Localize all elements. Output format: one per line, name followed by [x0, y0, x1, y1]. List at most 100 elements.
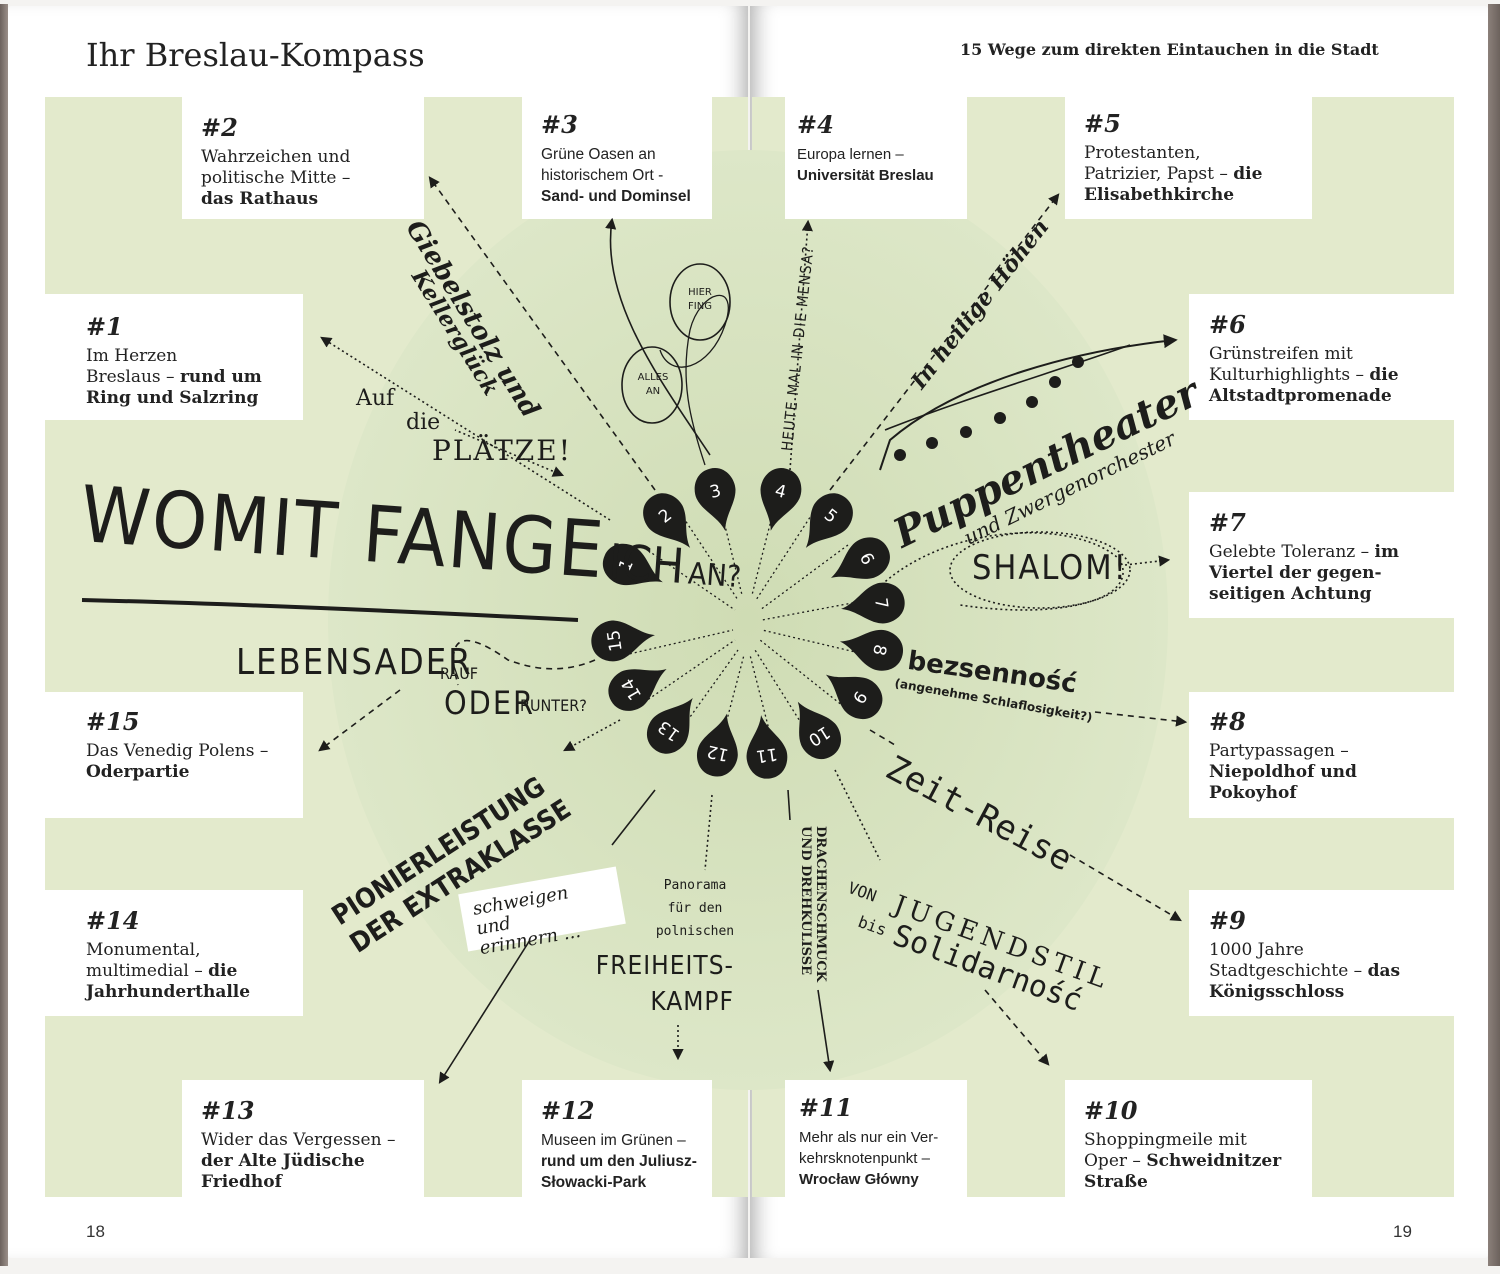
- pin-8: 8: [839, 629, 904, 671]
- garland-lanterns: [894, 356, 1084, 461]
- pin-shape: [805, 493, 853, 548]
- pin-10: 10: [797, 701, 842, 760]
- panorama-line-3: polnischen: [655, 924, 735, 939]
- connector-arrows: [81, 176, 1188, 1084]
- box-text: Patrizier, Papst –: [1084, 164, 1234, 184]
- pin-shape: [746, 715, 788, 779]
- box-bold-text: seitigen Achtung: [1209, 584, 1372, 604]
- box-number: #4: [797, 110, 834, 139]
- box-text: Europa lernen –: [797, 146, 904, 163]
- pin-12: 12: [696, 713, 738, 777]
- pin-shape: [696, 713, 738, 777]
- box-bold-text: die: [208, 961, 238, 981]
- pin-shape: [694, 468, 736, 531]
- pin-shape: [839, 629, 904, 671]
- box-12: #12 Museen im Grünen – rund um den Juliu…: [541, 1096, 709, 1193]
- box-text: multimedial –: [86, 961, 209, 981]
- fing-text: FING: [688, 301, 712, 312]
- drachen-line-2: UND DREHKULISSE: [798, 826, 813, 976]
- box-number: #3: [541, 110, 578, 139]
- box-5: #5 Protestanten, Patrizier, Papst – die …: [1084, 109, 1306, 206]
- pin-shape: [643, 493, 691, 548]
- box-number: #6: [1209, 310, 1246, 339]
- phrase-drachenschmuck: DRACHENSCHMUCK UND DREHKULISSE: [798, 826, 828, 982]
- pin-shape: [602, 543, 663, 586]
- box-number: #8: [1209, 707, 1246, 736]
- box-number: #5: [1084, 109, 1121, 138]
- box-text: historischem Ort -: [541, 167, 664, 184]
- box-text: Stadtgeschichte –: [1209, 961, 1368, 981]
- box-text: Wahrzeichen und: [201, 147, 351, 167]
- phrase-panorama: Panorama für den polnischen: [650, 874, 740, 943]
- pin-11: 11: [746, 715, 788, 779]
- box-bold-text: Wrocław Główny: [799, 1171, 919, 1188]
- phrase-plaetze: PLÄTZE!: [432, 434, 572, 467]
- phrase-auf: Auf: [356, 386, 395, 411]
- pin-label: 3: [708, 481, 723, 503]
- box-bold-text: rund um den Juliusz-: [541, 1153, 697, 1170]
- pin-13: 13: [647, 698, 693, 754]
- box-14: #14 Monumental, multimedial – die Jahrhu…: [86, 906, 296, 1003]
- box-3: #3 Grüne Oasen an historischem Ort - San…: [541, 110, 709, 207]
- box-6: #6 Grünstreifen mit Kulturhighlights – d…: [1209, 310, 1449, 407]
- pin-shape: [830, 537, 890, 579]
- box-number: #15: [86, 707, 140, 736]
- box-7: #7 Gelebte Toleranz – im Viertel der geg…: [1209, 508, 1449, 605]
- box-text: Gelebte Toleranz –: [1209, 542, 1375, 562]
- drachen-line-1: DRACHENSCHMUCK: [813, 826, 828, 982]
- box-number: #9: [1209, 906, 1246, 935]
- box-bold-text: Oderpartie: [86, 762, 190, 782]
- pin-6: 6: [830, 537, 890, 579]
- box-bold-text: Elisabethkirche: [1084, 185, 1235, 205]
- phrase-alles-an: ALLES AN: [635, 371, 671, 399]
- box-bold-text: rund um: [179, 367, 262, 387]
- page-subtitle: 15 Wege zum direkten Eintauchen in die S…: [960, 40, 1379, 59]
- page-number-left: 18: [86, 1222, 105, 1241]
- pin-4: 4: [760, 468, 802, 531]
- phrase-die: die: [406, 410, 441, 435]
- phrase-hier-fing: HIER FING: [686, 286, 714, 314]
- pin-label: 4: [773, 481, 788, 503]
- box-4: #4 Europa lernen – Universität Breslau: [797, 110, 962, 186]
- pin-label: 11: [755, 743, 779, 766]
- box-text: Shoppingmeile mit: [1084, 1130, 1247, 1150]
- box-text: Oper –: [1084, 1151, 1147, 1171]
- box-text: Breslaus –: [86, 367, 180, 387]
- page-title: Ihr Breslau-Kompass: [86, 36, 425, 74]
- box-text: Protestanten,: [1084, 143, 1201, 163]
- pin-5: 5: [805, 493, 853, 548]
- pin-label: 7: [870, 597, 891, 611]
- headline-ich: ICH: [606, 533, 686, 596]
- box-bold-text: der Alte Jüdische: [201, 1151, 365, 1171]
- box-text: Grünstreifen mit: [1209, 344, 1353, 364]
- box-text: Kulturhighlights –: [1209, 365, 1370, 385]
- book-edge-left: [0, 4, 8, 1266]
- box-15: #15 Das Venedig Polens – Oderpartie: [86, 707, 296, 783]
- box-number: #14: [86, 906, 140, 935]
- pin-label: 12: [705, 740, 731, 764]
- box-bold-text: das Rathaus: [201, 189, 319, 209]
- box-text: Mehr als nur ein Ver-: [799, 1129, 939, 1146]
- box-13: #13 Wider das Vergessen – der Alte Jüdis…: [201, 1096, 421, 1193]
- pin-15: 15: [591, 620, 655, 662]
- phrase-shalom: SHALOM!: [972, 548, 1128, 588]
- pin-shape: [760, 468, 802, 531]
- box-number: #13: [201, 1096, 255, 1125]
- panorama-line-1: Panorama: [663, 878, 727, 893]
- box-9: #9 1000 Jahre Stadtgeschichte – das Köni…: [1209, 906, 1449, 1003]
- box-text: politische Mitte –: [201, 168, 351, 188]
- box-bold-text: im: [1374, 542, 1399, 562]
- box-number: #12: [541, 1096, 595, 1125]
- phrase-freiheit: FREIHEITS- KAMPF: [584, 948, 734, 1020]
- box-bold-text: Viertel der gegen-: [1209, 563, 1382, 583]
- box-text: 1000 Jahre: [1209, 940, 1304, 960]
- box-2: #2 Wahrzeichen und politische Mitte – da…: [201, 113, 416, 210]
- pin-3: 3: [694, 468, 736, 531]
- box-1: #1 Im Herzen Breslaus – rund um Ring und…: [86, 312, 296, 409]
- box-bold-text: Ring und Salzring: [86, 388, 259, 408]
- box-text: kehrsknotenpunkt –: [799, 1150, 930, 1167]
- phrase-runter: RUNTER?: [520, 696, 587, 715]
- box-text: Partypassagen –: [1209, 741, 1349, 761]
